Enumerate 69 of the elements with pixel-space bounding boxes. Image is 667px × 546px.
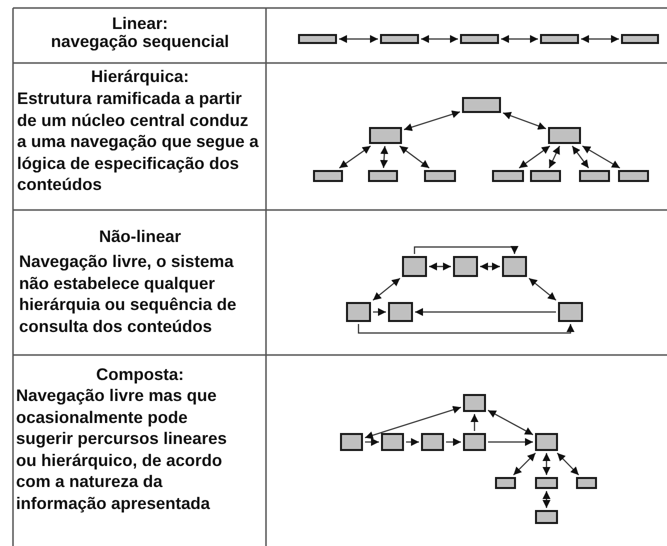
page-box	[540, 34, 579, 44]
page-box	[621, 34, 659, 44]
arrow	[358, 324, 574, 334]
page-box	[462, 97, 501, 113]
page-box	[495, 477, 516, 489]
page-box	[298, 34, 337, 44]
arrow	[542, 491, 550, 508]
page-box	[453, 256, 478, 277]
arrow	[548, 146, 560, 168]
arrow	[339, 35, 378, 43]
page-box	[548, 127, 581, 144]
page-box	[618, 170, 649, 182]
arrow	[470, 414, 478, 431]
arrow	[399, 146, 430, 168]
arrow	[581, 35, 619, 43]
page-box	[576, 477, 597, 489]
page-box	[381, 433, 404, 451]
category-heading: Hierárquica:	[90, 66, 190, 88]
arrow	[542, 453, 550, 475]
description-text: Navegação livre, o sistema não estabelece qualquer hierárquia ou sequência de consulta dos conteúdos	[19, 251, 238, 337]
page-box	[369, 127, 402, 144]
page-box	[368, 170, 398, 182]
arrow	[488, 410, 534, 436]
arrow	[421, 35, 458, 43]
arrow	[502, 112, 546, 130]
arrow	[480, 262, 500, 270]
arrow	[339, 146, 371, 168]
arrow	[572, 146, 590, 168]
arrow	[488, 438, 533, 446]
description-text: Estrutura ramificada a partir de um núcleo central conduz a uma navegação que segue a lógica de especificação dos conteúdos	[17, 88, 260, 196]
page-box	[424, 170, 456, 182]
arrow	[513, 452, 536, 476]
arrow	[501, 35, 538, 43]
arrow	[372, 278, 400, 301]
page-box	[535, 510, 558, 524]
arrow	[365, 438, 379, 446]
category-heading: Composta:	[95, 364, 185, 386]
page-box	[402, 256, 427, 277]
description-text: Navegação livre mas que ocasionalmente pode sugerir percursos lineares ou hierárquico, de acordo com a natureza da informação apresentada	[16, 385, 228, 514]
page-box	[380, 34, 419, 44]
page-box	[492, 170, 524, 182]
arrow	[582, 145, 620, 169]
arrow	[556, 452, 580, 476]
arrow	[415, 308, 556, 316]
arrow	[429, 262, 451, 270]
arrow	[528, 278, 556, 301]
arrow	[446, 438, 461, 446]
page-box	[340, 433, 363, 451]
arrow	[404, 110, 460, 131]
page-box	[463, 394, 486, 412]
page-box	[346, 302, 371, 322]
page-box	[421, 433, 444, 451]
page-box	[579, 170, 610, 182]
arrow	[364, 406, 462, 440]
page-box	[558, 302, 583, 322]
arrow	[414, 246, 518, 254]
page-box	[530, 170, 561, 182]
category-heading: Não-linear	[98, 226, 182, 248]
page-box	[535, 477, 558, 489]
arrow	[380, 146, 388, 168]
arrow	[406, 438, 419, 446]
page-box	[313, 170, 343, 182]
page-box	[463, 433, 486, 451]
arrow	[518, 146, 550, 168]
page-box	[388, 302, 413, 322]
page-box	[460, 34, 499, 44]
arrow	[373, 308, 386, 316]
page-box	[502, 256, 527, 277]
page-box	[535, 433, 558, 451]
